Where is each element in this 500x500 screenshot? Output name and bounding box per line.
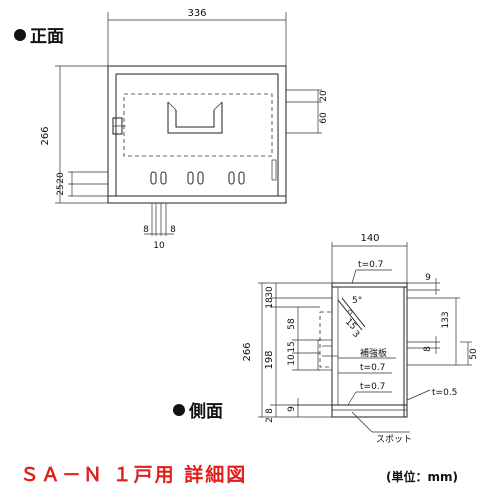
side-angle-3-label: 3 — [350, 329, 361, 340]
front-bottom-b-dim: 25 — [56, 184, 66, 195]
side-left-30-dim: 30 — [265, 286, 275, 298]
front-foot-left-dim: 8 — [143, 225, 149, 235]
front-body-outline — [107, 65, 287, 204]
side-right-50-dim: 50 — [469, 348, 479, 360]
side-heading: 側面 — [188, 401, 223, 422]
drawing-title: ＳＡ－Ｎ １戸用 詳細図 — [20, 463, 247, 486]
front-view: 正面 336 266 — [14, 8, 329, 251]
side-bottom-2-dim: 2 — [265, 417, 275, 423]
side-board-label: 補強板 — [360, 347, 387, 359]
side-left-10-dim: 10 — [287, 354, 297, 366]
front-slot-dim: 60 — [319, 112, 329, 124]
front-top-offset-dim: 20 — [319, 90, 329, 102]
front-heading: 正面 — [30, 27, 64, 47]
side-spot-label: スポット — [376, 434, 412, 445]
side-view: 側面 140 t=0.7 5° 15 3 補強板 t=0.7 t — [173, 233, 479, 445]
side-t-board-label: t=0.7 — [360, 363, 385, 373]
side-depth-dim: 140 — [360, 233, 379, 244]
front-height-dim: 266 — [40, 126, 51, 145]
front-inner-dashed — [123, 93, 273, 157]
side-mid-198-dim: 198 — [264, 350, 275, 369]
side-left-18-dim: 18 — [265, 297, 275, 309]
front-bullet-icon — [14, 29, 26, 41]
unit-note: (単位：mm) — [386, 469, 458, 484]
front-foot-mid-dim: 10 — [153, 241, 165, 251]
front-width-dim: 336 — [187, 8, 206, 19]
front-foot-right-dim: 8 — [170, 225, 176, 235]
side-bottom-9-dim: 9 — [287, 406, 297, 412]
side-right-133-dim: 133 — [441, 311, 451, 328]
side-angle-label: 5° — [352, 296, 362, 306]
side-bottom-8-dim: 8 — [265, 408, 275, 414]
side-top-gap-dim: 9 — [425, 273, 431, 283]
side-left-15-dim: 15 — [287, 341, 297, 352]
side-right-8-dim: 8 — [423, 346, 433, 352]
side-height-dim: 266 — [242, 342, 253, 361]
front-bottom-a-dim: 20 — [56, 172, 66, 184]
side-left-58-dim: 58 — [287, 318, 297, 330]
side-t-bottom-label: t=0.7 — [360, 382, 385, 392]
side-bullet-icon — [173, 404, 185, 416]
side-t-top-label: t=0.7 — [358, 260, 383, 270]
side-t-right-label: t=0.5 — [432, 388, 457, 398]
